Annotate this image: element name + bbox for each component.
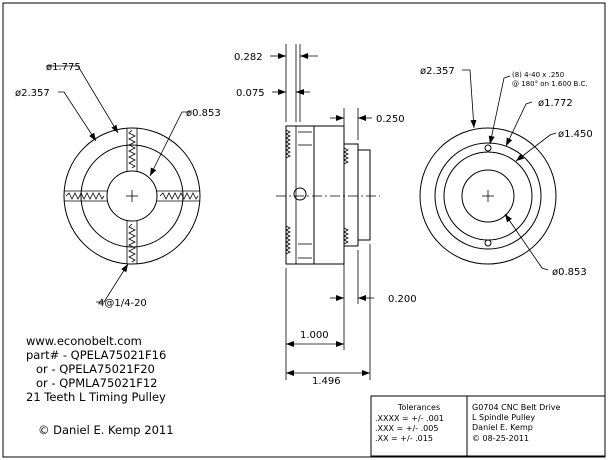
dim-dia-2357-left: ø2.357 (15, 88, 50, 99)
mount-hole-bottom (484, 239, 492, 247)
dim-dia-0853-right: ø0.853 (552, 267, 587, 278)
side-view (270, 44, 380, 380)
tolerance-title: Tolerances (397, 403, 440, 412)
dim-0200: 0.200 (388, 294, 417, 305)
title-block (466, 395, 606, 457)
holes-note-line-1: (8) 4-40 x .250 (512, 71, 564, 79)
alt-part-number-2: or - QPMLA75021F12 (36, 376, 158, 390)
dim-0075: 0.075 (236, 88, 265, 99)
dim-dia-1450: ø1.450 (558, 129, 593, 140)
mount-hole-top (484, 144, 492, 152)
tolerance-row-2: .XXX = +/- .005 (375, 424, 438, 433)
title-line-2: L Spindle Pulley (472, 413, 535, 422)
part-number-line: part# - QPELA75021F16 (26, 348, 166, 362)
copyright-text: © Daniel E. Kemp 2011 (38, 423, 174, 437)
teeth-description: 21 Teeth L Timing Pulley (26, 390, 166, 404)
title-line-1: G0704 CNC Belt Drive (472, 403, 561, 412)
dim-1496: 1.496 (312, 376, 341, 387)
hub-circle (80, 144, 184, 248)
alt-part-number-1: or - QPELA75021F20 (36, 362, 155, 376)
dim-dia-1775: ø1.775 (46, 62, 81, 73)
dim-0282: 0.282 (234, 52, 263, 63)
dim-1000: 1.000 (300, 330, 329, 341)
tapped-holes (64, 128, 200, 264)
dim-dia-2357-right: ø2.357 (420, 66, 455, 77)
tolerance-row-3: .XX = +/- .015 (375, 434, 433, 443)
dim-dia-0853-left: ø0.853 (186, 108, 221, 119)
holes-note-line-2: @ 180° on 1.600 B.C. (512, 80, 588, 88)
tolerance-row-1: .XXXX = +/- .001 (375, 414, 444, 423)
dim-0250: 0.250 (376, 114, 405, 125)
bore-circle (106, 170, 158, 222)
title-line-3: Daniel E. Kemp (472, 423, 533, 432)
dim-thread: 4@1/4-20 (98, 298, 147, 309)
title-line-4: © 08-25-2011 (472, 434, 529, 443)
website-text: www.econobelt.com (26, 334, 142, 348)
dim-dia-1772: ø1.772 (538, 98, 573, 109)
outer-circle (63, 127, 201, 265)
rear-view (419, 69, 557, 271)
front-view (46, 65, 201, 303)
